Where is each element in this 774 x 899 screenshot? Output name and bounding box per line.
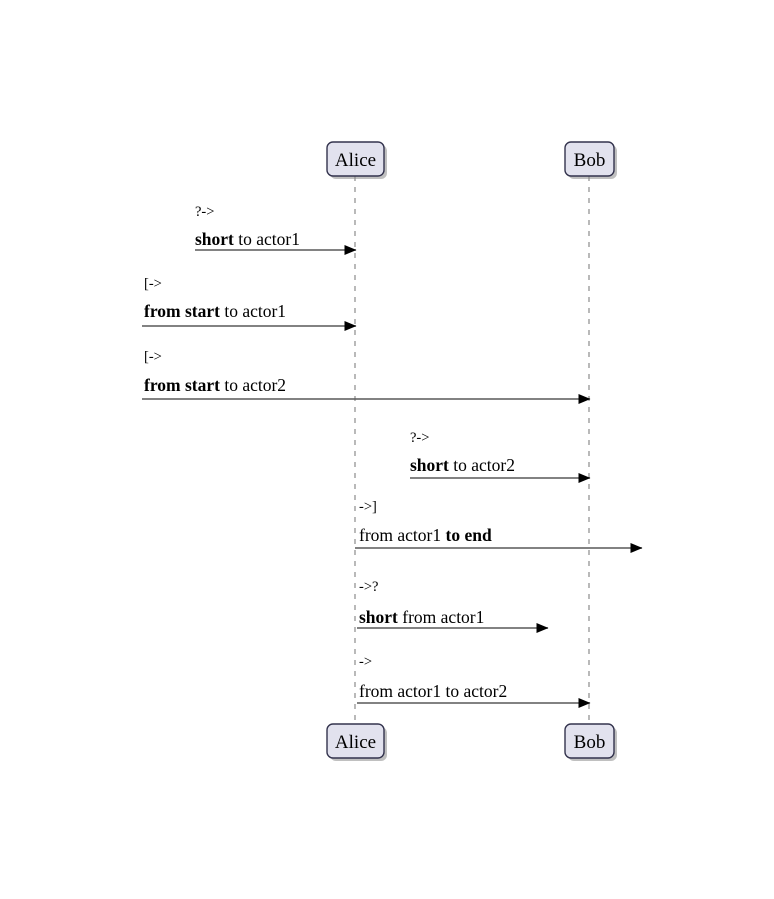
actor-label-alice: Alice (335, 732, 376, 753)
actor-box-rect (326, 141, 385, 177)
actor-box-rect (564, 141, 615, 177)
message-code-5: ->] (359, 499, 377, 515)
message-code-4: ?-> (410, 430, 429, 446)
message-label-segment: from actor1 (398, 607, 485, 627)
message-code-1: ?-> (195, 204, 214, 220)
actor-label-bob: Bob (574, 150, 606, 171)
actor-label-bob: Bob (574, 732, 606, 753)
message-label-segment: to end (446, 525, 492, 545)
lifeline-group (354, 176, 590, 724)
message-label-segment: from actor1 to actor2 (359, 681, 507, 701)
actor-box-bob-top[interactable]: Bob (564, 141, 617, 179)
message-label-segment: short (410, 455, 449, 475)
message-label-1: short to actor1 (195, 229, 300, 249)
message-label-3: from start to actor2 (144, 375, 286, 395)
message-label-segment: to actor1 (234, 229, 300, 249)
message-group: ?-> short to actor1 [-> from start to actor… (142, 204, 643, 708)
message-label-segment: short (359, 607, 398, 627)
actor-box-bob-bottom[interactable]: Bob (564, 723, 617, 761)
actor-box-alice-top[interactable]: Alice (326, 141, 387, 179)
actor-box-rect (564, 723, 615, 759)
message-label-segment: to actor2 (220, 375, 286, 395)
actor-label-alice: Alice (335, 150, 376, 171)
message-label-6: short from actor1 (359, 607, 484, 627)
message-label-segment: from actor1 (359, 525, 446, 545)
message-code-6: ->? (359, 579, 378, 595)
message-code-3: [-> (144, 349, 162, 365)
message-code-2: [-> (144, 276, 162, 292)
message-label-segment: to actor1 (220, 301, 286, 321)
message-label-4: short to actor2 (410, 455, 515, 475)
message-label-segment: from start (144, 301, 220, 321)
actor-box-alice-bottom[interactable]: Alice (326, 723, 387, 761)
message-label-2: from start to actor1 (144, 301, 286, 321)
message-label-5: from actor1 to end (359, 525, 492, 545)
message-label-segment: to actor2 (449, 455, 515, 475)
message-label-7: from actor1 to actor2 (359, 681, 507, 701)
actor-box-rect (326, 723, 385, 759)
message-label-segment: short (195, 229, 234, 249)
message-code-7: -> (359, 654, 372, 670)
message-label-segment: from start (144, 375, 220, 395)
